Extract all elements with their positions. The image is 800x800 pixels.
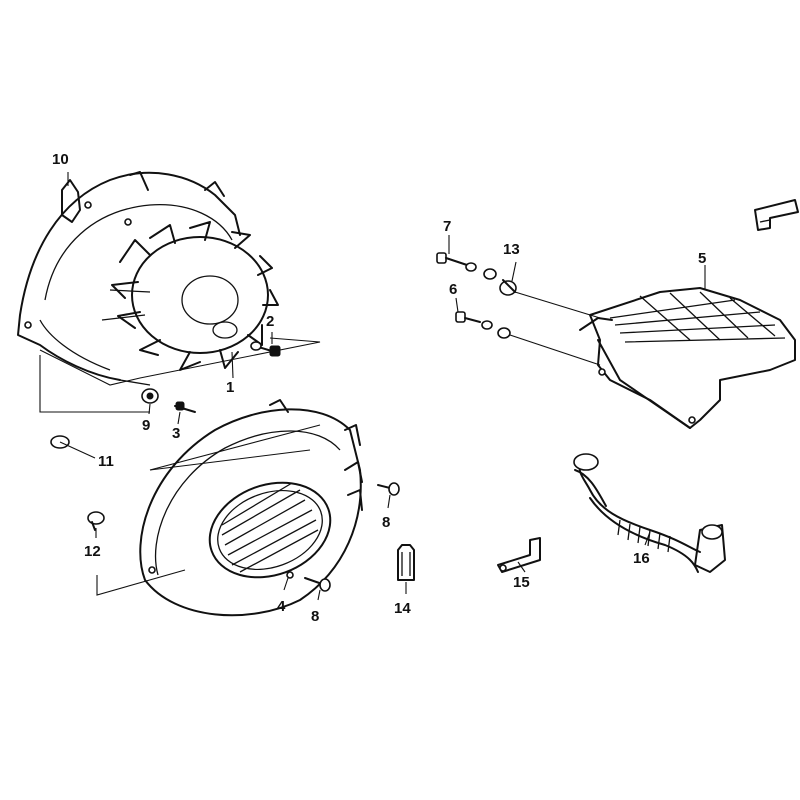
clip-part — [397, 544, 415, 581]
bolt-7-part — [436, 252, 497, 280]
assembly-reference-lines — [39, 337, 321, 471]
callout-16: 16 — [633, 550, 650, 567]
leader-lines — [67, 172, 706, 601]
callout-15: 15 — [513, 574, 530, 591]
callout-2: 2 — [266, 313, 274, 330]
bolt-6-part — [455, 311, 511, 339]
callout-4: 4 — [277, 598, 286, 615]
collar-13-part — [499, 279, 517, 296]
fan-shroud-part — [17, 171, 241, 386]
callout-14: 14 — [394, 600, 411, 617]
callout-11: 11 — [98, 453, 114, 470]
callout-10: 10 — [52, 151, 69, 168]
screw-part — [174, 401, 196, 413]
callout-7: 7 — [443, 218, 451, 235]
fan-bolt-part — [250, 341, 281, 357]
callout-8-lower: 8 — [311, 608, 319, 625]
bracket-part — [497, 537, 541, 573]
callout-5: 5 — [698, 250, 706, 267]
fan-cover-part — [96, 399, 363, 617]
callout-1: 1 — [226, 379, 234, 396]
callout-3: 3 — [172, 425, 180, 442]
callout-6: 6 — [449, 281, 457, 298]
engine-cover-part — [579, 287, 796, 429]
screw-upper-part — [377, 482, 400, 496]
screw-lower-part — [304, 577, 331, 592]
nut-part — [141, 388, 159, 404]
air-duct-hose-part — [573, 453, 726, 573]
callout-8-upper: 8 — [382, 514, 390, 531]
cover-hardware-lines — [509, 291, 601, 366]
callout-13: 13 — [503, 241, 520, 258]
callout-12: 12 — [84, 543, 101, 560]
grommet-part — [87, 511, 105, 531]
callout-9: 9 — [142, 417, 150, 434]
front-direction-icon — [754, 199, 799, 231]
